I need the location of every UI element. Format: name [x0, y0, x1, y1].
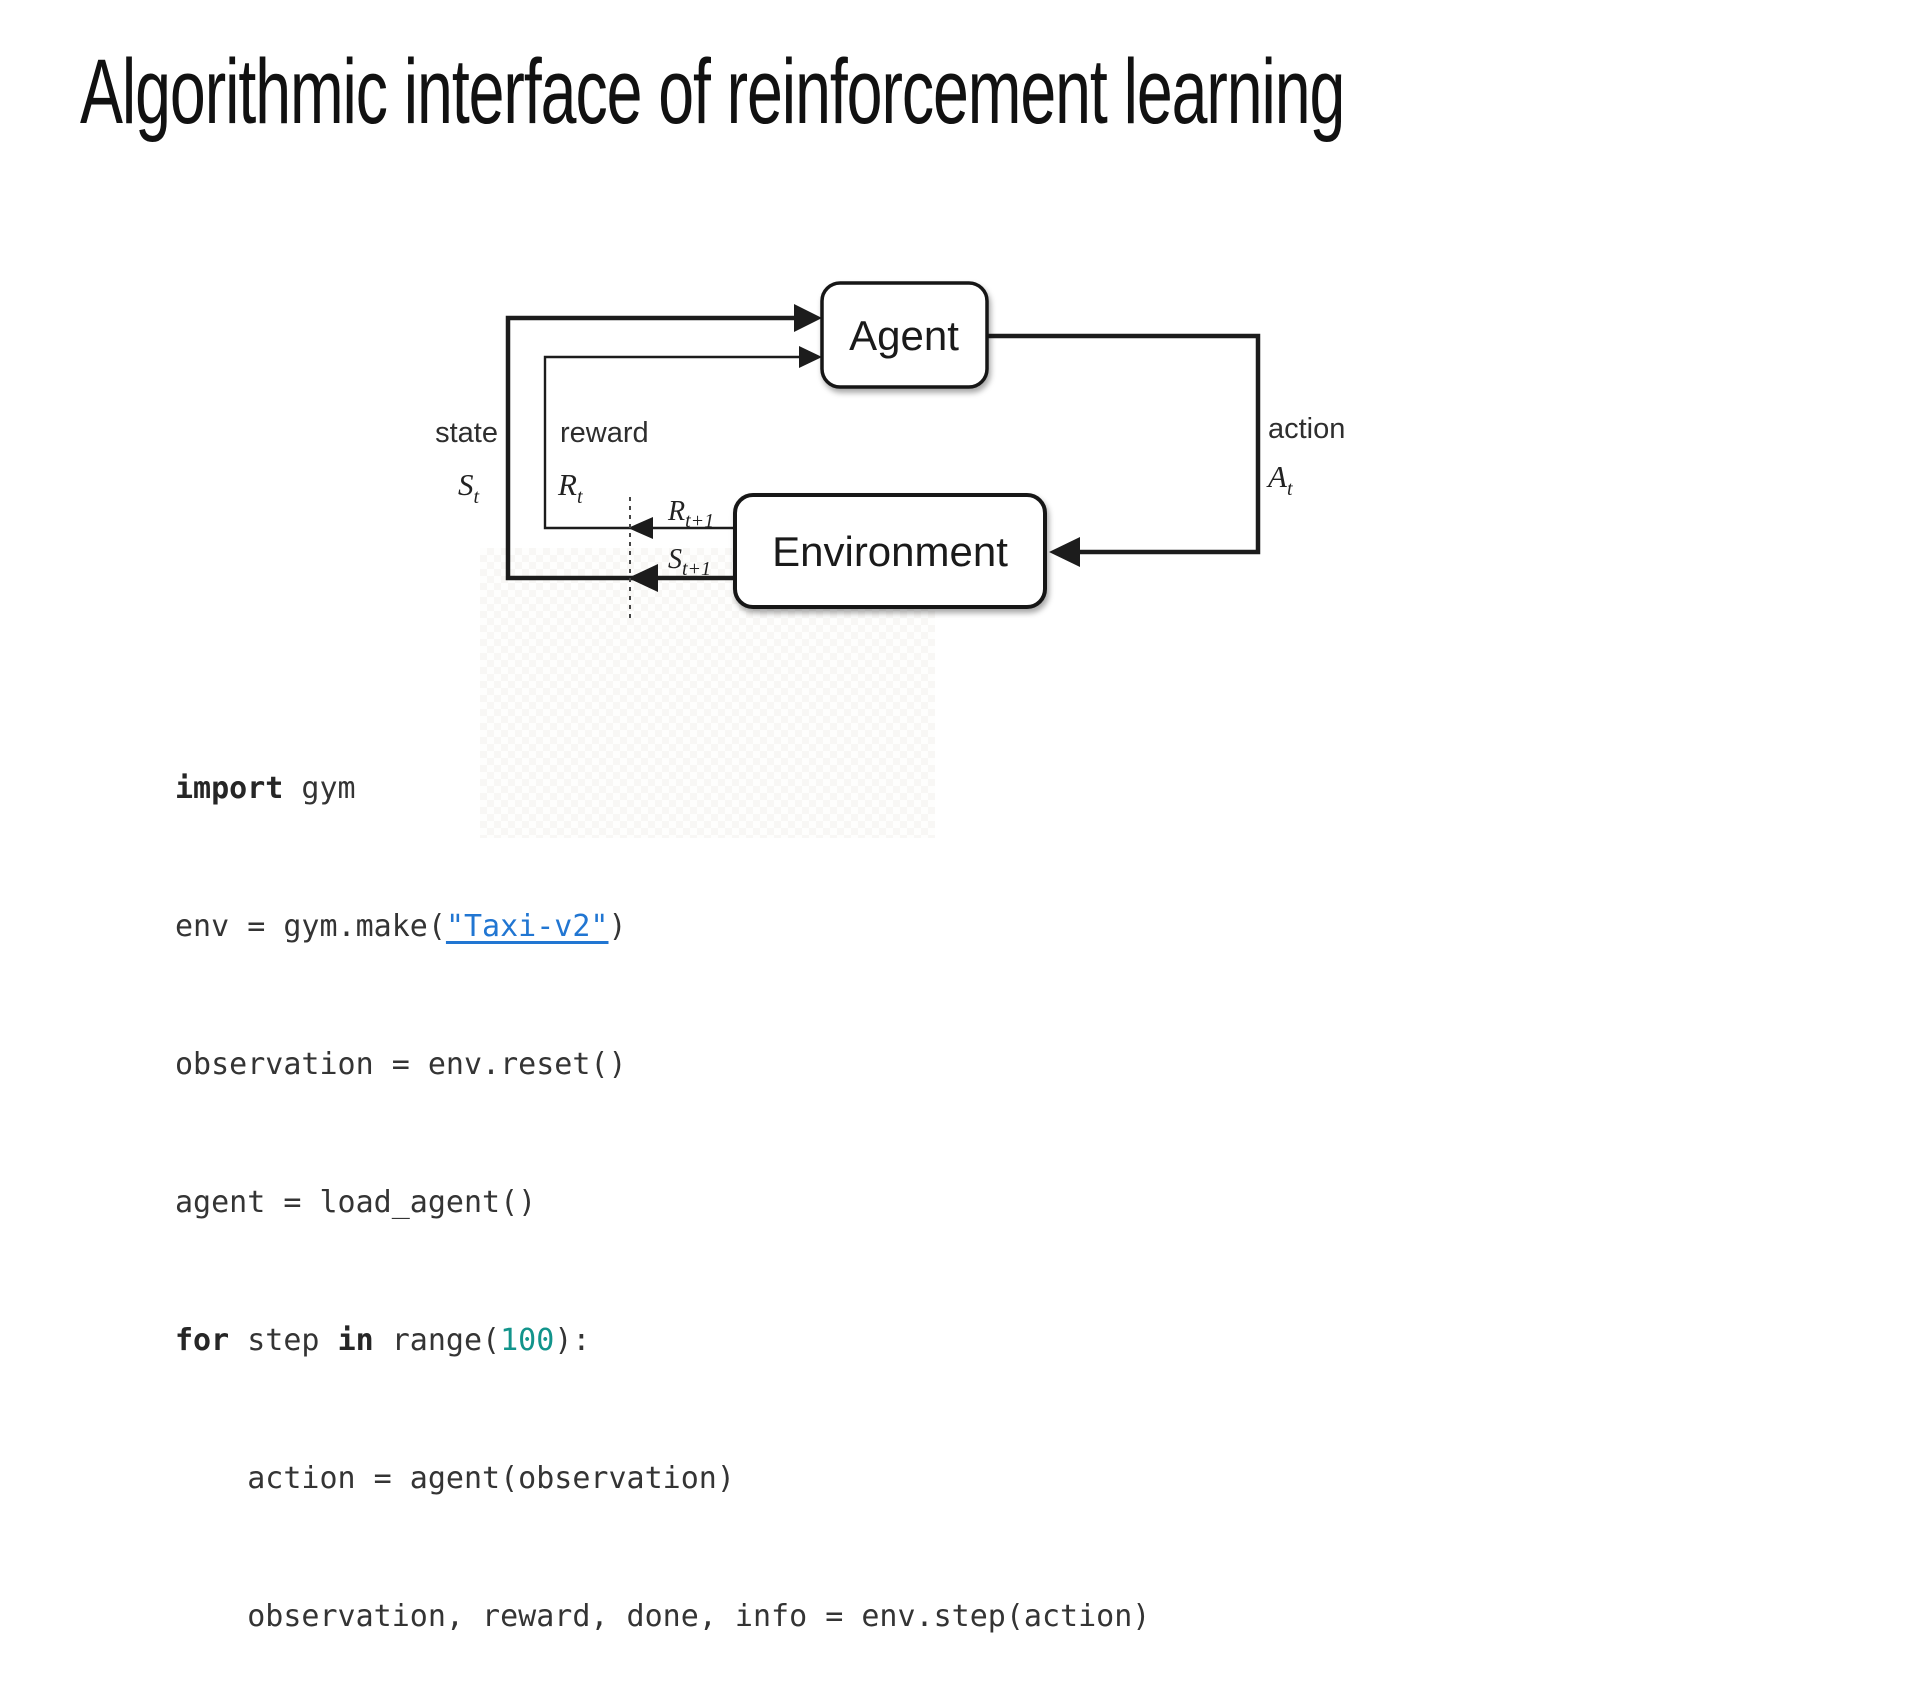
next-reward-arrowhead [628, 517, 653, 539]
code-text: gym [283, 771, 356, 806]
code-line-4: agent = load_agent() [175, 1180, 1150, 1226]
agent-label: Agent [849, 312, 959, 359]
environment-box: Environment [733, 493, 1047, 609]
import-keyword: import [175, 771, 284, 806]
state-label: state [435, 417, 498, 449]
code-line-7: observation, reward, done, info = env.st… [175, 1594, 1150, 1640]
slide-title: Algorithmic interface of reinforcement l… [80, 41, 1345, 143]
environment-label: Environment [772, 528, 1008, 575]
state-flow-line [505, 304, 822, 592]
code-text: step [229, 1323, 338, 1358]
action-flow-line [985, 333, 1261, 567]
reward-symbol: Rt [557, 467, 583, 508]
rl-loop-diagram: Agent Environment state St reward Rt Rt+… [435, 281, 1345, 618]
action-symbol-main: At [1266, 459, 1293, 500]
next-state-arrowhead [628, 564, 658, 592]
code-text: ): [554, 1323, 591, 1358]
code-block: import gym env = gym.make("Taxi-v2") obs… [175, 674, 1150, 1686]
reward-flow-line [543, 346, 822, 539]
code-text: ) [608, 909, 627, 944]
code-line-6: action = agent(observation) [175, 1456, 1150, 1502]
code-text: agent = load_agent() [175, 1185, 537, 1220]
code-text: range( [373, 1323, 501, 1358]
reward-label: reward [560, 417, 649, 449]
next-state-symbol: St+1 [668, 544, 711, 580]
code-text: observation = env.reset() [175, 1047, 627, 1082]
next-reward-symbol: Rt+1 [667, 496, 714, 532]
code-line-3: observation = env.reset() [175, 1042, 1150, 1088]
in-keyword: in [337, 1323, 374, 1358]
state-arrowhead-into-agent [794, 304, 822, 332]
code-line-2: env = gym.make("Taxi-v2") [175, 904, 1150, 950]
code-text: observation, reward, done, info = env.st… [175, 1599, 1151, 1634]
code-line-5: for step in range(100): [175, 1318, 1150, 1364]
code-line-1: import gym [175, 766, 1150, 812]
agent-box: Agent [820, 281, 989, 389]
range-number: 100 [500, 1323, 555, 1358]
action-label: action [1268, 413, 1345, 445]
state-symbol: St [458, 467, 480, 508]
code-text: action = agent(observation) [175, 1461, 735, 1496]
action-arrowhead-into-environment [1049, 537, 1080, 567]
reward-arrowhead-into-agent [799, 346, 822, 368]
taxi-v2-link[interactable]: "Taxi-v2" [445, 909, 609, 944]
for-keyword: for [175, 1323, 230, 1358]
code-text: env = gym.make( [175, 909, 446, 944]
